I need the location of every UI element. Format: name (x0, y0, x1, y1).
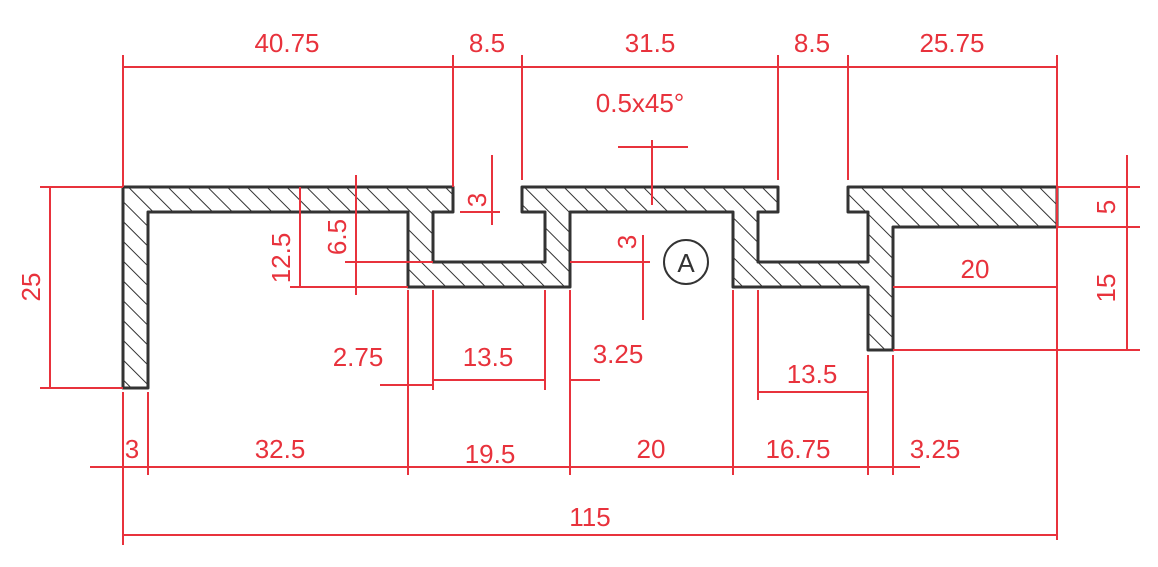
dim-top-3: 31.5 (625, 28, 676, 58)
dim-right-20: 20 (961, 254, 990, 284)
dim-bottom-3: 3 (125, 434, 139, 464)
dim-left-6-5: 6.5 (322, 219, 352, 255)
dim-overall-115: 115 (569, 502, 610, 532)
dim-mid-3-25: 3.25 (593, 339, 644, 369)
dim-right-15: 15 (1091, 274, 1121, 303)
detail-callout-circle (663, 239, 709, 285)
dim-mid-13-5-right: 13.5 (787, 359, 838, 389)
dim-top-2: 8.5 (469, 28, 505, 58)
dim-bottom-16-75: 16.75 (765, 434, 830, 464)
dimension-lines (40, 55, 1140, 545)
dim-left-25: 25 (16, 273, 46, 302)
chamfer-note: 0.5x45° (596, 88, 684, 118)
dim-center-3: 3 (612, 235, 642, 249)
dim-bottom-19-5: 19.5 (465, 439, 516, 469)
dim-mid-2-75: 2.75 (333, 342, 384, 372)
dim-top-1: 40.75 (254, 28, 319, 58)
dim-top-4: 8.5 (794, 28, 830, 58)
dim-right-5: 5 (1091, 200, 1121, 214)
profile-section (121, 185, 1059, 390)
dim-mid-13-5-left: 13.5 (463, 342, 514, 372)
detail-label: A (677, 248, 695, 278)
dim-top-5: 25.75 (919, 28, 984, 58)
dim-bottom-32-5: 32.5 (255, 434, 306, 464)
dim-left-12-5: 12.5 (266, 233, 296, 284)
dim-left-3: 3 (462, 193, 492, 207)
dim-bottom-3-25: 3.25 (910, 434, 961, 464)
dim-bottom-20: 20 (637, 434, 666, 464)
